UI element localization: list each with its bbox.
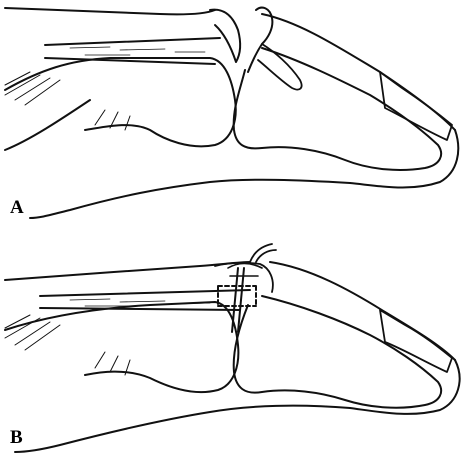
panel-a-dorsal-skin bbox=[5, 8, 215, 14]
panel-a-volar-skin bbox=[30, 180, 350, 218]
panel-b-volar-skin bbox=[15, 406, 350, 452]
panel-label-b: B bbox=[10, 428, 23, 447]
panel-label-a: A bbox=[10, 198, 24, 217]
panel-b-drawing bbox=[5, 244, 460, 452]
panel-a-volar-skin-proximal bbox=[5, 100, 90, 150]
panel-b-volar-hatching bbox=[5, 315, 60, 350]
panel-a-nail-dorsum bbox=[262, 14, 455, 130]
panel-a-extensor-tendon bbox=[45, 38, 220, 64]
panel-b-dorsal-skin bbox=[5, 262, 250, 280]
panel-b-distal-phalanx bbox=[234, 296, 441, 408]
panel-b-suture-knot bbox=[228, 264, 262, 277]
panel-a-distal-insertion bbox=[258, 44, 302, 90]
panel-a-tendon-fibers bbox=[70, 47, 205, 55]
panel-b-k-wire bbox=[232, 268, 238, 332]
panel-a-drawing bbox=[5, 8, 458, 218]
panel-a-proximal-stump bbox=[210, 10, 240, 62]
panel-a-nail bbox=[380, 72, 452, 140]
panel-b-middle-phalanx bbox=[5, 302, 238, 392]
panel-b-suture-ends bbox=[250, 244, 276, 262]
panel-b-nail-dorsum bbox=[270, 262, 455, 360]
